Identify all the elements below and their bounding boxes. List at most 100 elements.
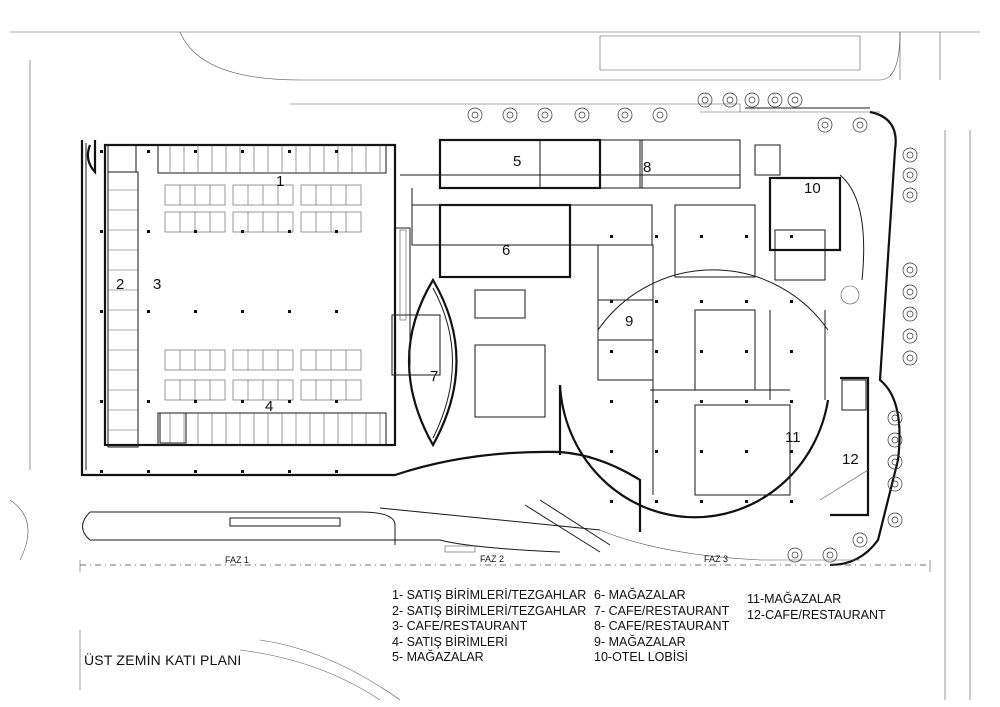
phase-label-1: FAZ 1 — [225, 555, 249, 565]
column — [147, 310, 150, 313]
tree-canopy — [902, 306, 918, 322]
column — [610, 300, 613, 303]
column — [790, 500, 793, 503]
tree — [817, 117, 833, 133]
tree — [722, 92, 738, 108]
tree-canopy — [617, 107, 633, 123]
column — [194, 150, 197, 153]
tree-canopy — [817, 117, 833, 133]
tree-canopy — [902, 187, 918, 203]
column — [610, 500, 613, 503]
tree-trunk — [791, 96, 799, 104]
column — [700, 500, 703, 503]
tree-trunk — [791, 551, 799, 559]
tree-trunk — [471, 111, 479, 119]
column — [700, 400, 703, 403]
tree-trunk — [726, 96, 734, 104]
column — [100, 150, 103, 153]
tree — [787, 547, 803, 563]
tree — [902, 350, 918, 366]
tree-canopy — [902, 350, 918, 366]
column — [335, 470, 338, 473]
column — [194, 310, 197, 313]
building-envelope — [80, 107, 901, 567]
column — [745, 300, 748, 303]
column — [700, 235, 703, 238]
column — [335, 400, 338, 403]
column — [700, 350, 703, 353]
tree-trunk — [906, 310, 914, 318]
column — [790, 450, 793, 453]
legend-item: 1- SATIŞ BİRİMLERİ/TEZGAHLAR — [392, 588, 587, 602]
legend-column-3: 11-MAĞAZALAR 12-CAFE/RESTAURANT — [747, 592, 886, 623]
tree — [902, 306, 918, 322]
tree-trunk — [906, 191, 914, 199]
area-number-6: 6 — [502, 242, 510, 259]
column — [194, 230, 197, 233]
column — [610, 350, 613, 353]
tree — [887, 410, 903, 426]
column — [194, 470, 197, 473]
tree — [467, 107, 483, 123]
area-number-4: 4 — [265, 398, 273, 415]
tree — [902, 262, 918, 278]
tree-trunk — [906, 354, 914, 362]
tree-canopy — [887, 454, 903, 470]
tree-trunk — [906, 332, 914, 340]
legend-column-1: 1- SATIŞ BİRİMLERİ/TEZGAHLAR 2- SATIŞ Bİ… — [392, 588, 586, 666]
column — [790, 235, 793, 238]
tree — [574, 107, 590, 123]
site-trees — [467, 92, 918, 563]
tree-trunk — [906, 151, 914, 159]
legend-item: 4- SATIŞ BİRİMLERİ — [392, 634, 508, 649]
tree-trunk — [821, 121, 829, 129]
tree-canopy — [537, 107, 553, 123]
column — [655, 350, 658, 353]
column — [241, 400, 244, 403]
tree-trunk — [541, 111, 549, 119]
column — [288, 230, 291, 233]
tree-trunk — [621, 111, 629, 119]
tree-canopy — [467, 107, 483, 123]
tree — [537, 107, 553, 123]
legend-item: 11-MAĞAZALAR — [747, 592, 842, 606]
tree-canopy — [787, 92, 803, 108]
column — [745, 400, 748, 403]
tree — [744, 92, 760, 108]
structural-columns — [100, 150, 793, 503]
legend-item: 2- SATIŞ BİRİMLERİ/TEZGAHLAR — [392, 603, 587, 618]
legend-item: 9- MAĞAZALAR — [594, 634, 686, 649]
tree-trunk — [656, 111, 664, 119]
tree-canopy — [744, 92, 760, 108]
area-number-12: 12 — [842, 451, 859, 468]
tree-canopy — [887, 432, 903, 448]
tree-canopy — [902, 328, 918, 344]
tree — [902, 328, 918, 344]
tree — [902, 147, 918, 163]
legend-column-2: 6- MAĞAZALAR 7- CAFE/RESTAURANT 8- CAFE/… — [594, 588, 729, 666]
tree — [887, 432, 903, 448]
tree-trunk — [578, 111, 586, 119]
zone-central-shops — [400, 138, 741, 418]
legend-item: 6- MAĞAZALAR — [594, 588, 686, 602]
tree-canopy — [822, 547, 838, 563]
phase-label-2: FAZ 2 — [480, 554, 504, 564]
tree — [652, 107, 668, 123]
column — [610, 450, 613, 453]
column — [147, 150, 150, 153]
column — [655, 500, 658, 503]
tree-trunk — [906, 266, 914, 274]
column — [100, 310, 103, 313]
tree-trunk — [891, 436, 899, 444]
column — [610, 235, 613, 238]
area-number-3: 3 — [153, 276, 161, 293]
tree-canopy — [852, 532, 868, 548]
legend-item: 7- CAFE/RESTAURANT — [594, 603, 730, 618]
tree-canopy — [652, 107, 668, 123]
column — [100, 230, 103, 233]
tree-trunk — [891, 414, 899, 422]
zone-10-hotel-lobby — [754, 144, 865, 281]
column — [610, 400, 613, 403]
column — [241, 470, 244, 473]
